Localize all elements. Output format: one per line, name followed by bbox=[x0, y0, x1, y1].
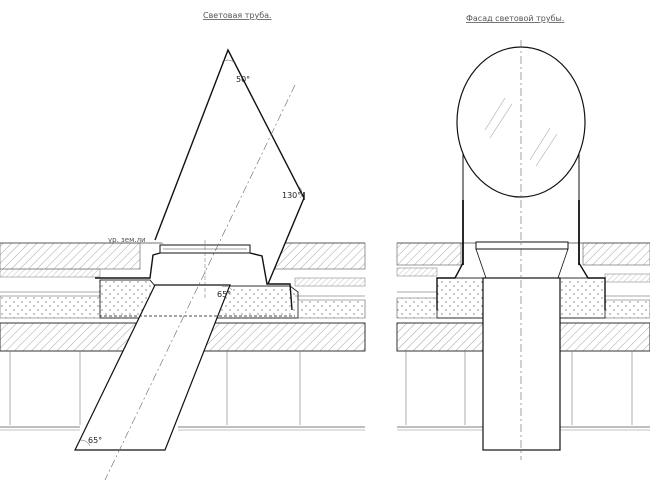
facade-tube-lower bbox=[482, 277, 561, 451]
ground-layer bbox=[0, 242, 141, 270]
section-title: Световая труба. bbox=[203, 11, 272, 20]
section-view: Световая труба. bbox=[0, 11, 366, 481]
angle-top-label: 50° bbox=[236, 75, 250, 84]
angle-side-label: 130° bbox=[282, 191, 301, 200]
tube-axis bbox=[104, 84, 296, 481]
angle-mid-label: 65° bbox=[217, 290, 231, 299]
ground-level-label: ур. зем.ли bbox=[108, 236, 146, 244]
angle-bottom-label: 65° bbox=[88, 436, 102, 445]
facade-view: Фасад световой трубы. bbox=[396, 14, 650, 460]
tube-upper bbox=[154, 48, 305, 285]
facade-title: Фасад световой трубы. bbox=[466, 14, 564, 23]
facade-cap bbox=[475, 241, 569, 250]
